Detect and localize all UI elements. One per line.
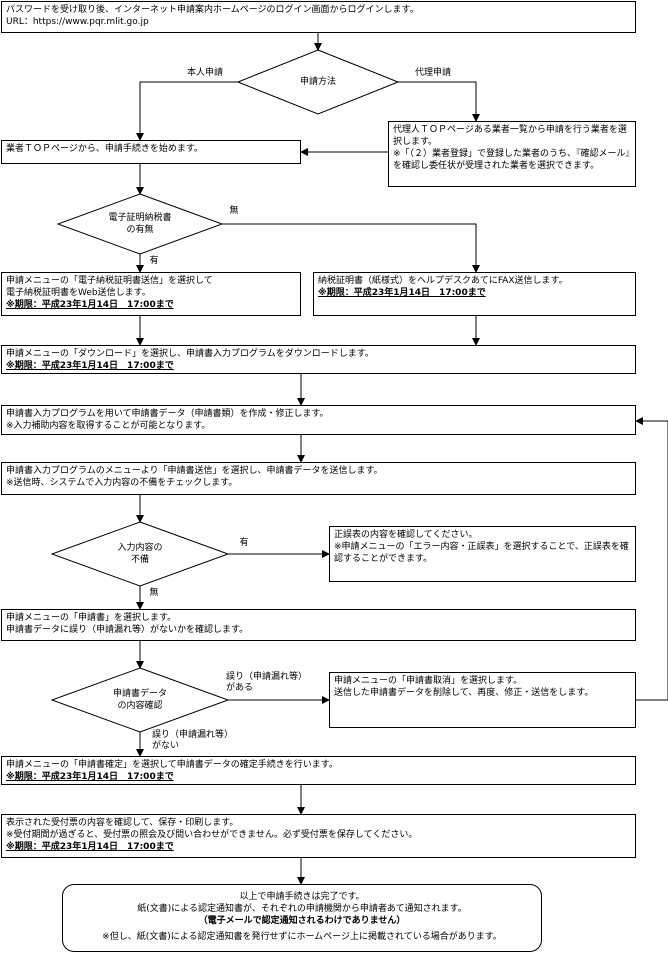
decision-denshi-line2: の有無 xyxy=(126,225,154,235)
step-send-line1: 申請書入力プログラムのメニューより「申請書送信」を選択し、申請書データを送信しま… xyxy=(6,466,383,476)
arrow-method-honnin xyxy=(136,81,238,141)
step-cancel-line2: 送信した申請書データを削除して、再度、修正・送信をします。 xyxy=(334,688,594,698)
step-final: 以上で申請手続きは完了です。 紙(文書)による認定通知書が、それぞれの申請機関か… xyxy=(62,884,542,952)
step-download: 申請メニューの「ダウンロード」を選択し、申請書入力プログラムをダウンロードします… xyxy=(1,345,636,374)
step-send-line2: ※送信時、システムで入力内容の不備をチェックします。 xyxy=(6,478,238,488)
step-gyosha-top: 業者ＴＯＰページから、申請手続きを始めます。 xyxy=(1,140,301,164)
decision-fubi-yes-label: 有 xyxy=(239,538,249,548)
step-final-line2: 紙(文書)による認定通知書が、それぞれの申請機関から申請者あて通知されます。 xyxy=(137,904,467,914)
decision-content-ok1: 誤り（申請漏れ等） xyxy=(152,730,234,740)
decision-content-err-label: 誤り（申請漏れ等） がある xyxy=(226,672,326,694)
step-cancel: 申請メニューの「申請書取消」を選択します。 送信した申請書データを削除して、再度… xyxy=(329,672,636,728)
step-create-line1: 申請書入力プログラムを用いて申請書データ（申請書類）を作成・修正します。 xyxy=(6,409,329,419)
step-check-line2: 申請書データに誤り（申請漏れ等）がないかを確認します。 xyxy=(6,625,249,635)
decision-fubi-label: 入力内容の 不備 xyxy=(90,542,190,566)
step-fax: 納税証明書（紙様式）をヘルプデスクあてにFAX送信します。 ※期限：平成23年1… xyxy=(313,272,636,316)
step-fax-line1: 納税証明書（紙様式）をヘルプデスクあてにFAX送信します。 xyxy=(318,276,568,286)
step-cancel-line1: 申請メニューの「申請書取消」を選択します。 xyxy=(334,676,523,686)
step-confirm: 申請メニューの「申請書確定」を選択して申請書データの確定手続きを行います。 ※期… xyxy=(1,756,636,785)
decision-method-right-label: 代理申請 xyxy=(414,68,451,78)
step-download-deadline: ※期限：平成23年1月14日 17:00まで xyxy=(6,361,174,371)
decision-content-ok-label: 誤り（申請漏れ等） がない xyxy=(152,730,252,752)
step-errata-line2: ※申請メニューの「エラー内容・正誤表」を選択することで、正誤表を確認することがで… xyxy=(334,542,629,564)
step-gyosha-top-text: 業者ＴＯＰページから、申請手続きを始めます。 xyxy=(6,144,203,154)
decision-denshi-label: 電子証明納税書 の有無 xyxy=(90,212,190,236)
decision-denshi-line1: 電子証明納税書 xyxy=(108,213,172,223)
decision-fubi-no-label: 無 xyxy=(149,588,159,598)
decision-content-line1: 申請書データ xyxy=(112,689,167,699)
step-receipt-line1: 表示された受付票の内容を確認して、保存・印刷します。 xyxy=(6,818,239,828)
step-final-line3: （電子メールで認定通知されるわけでありません） xyxy=(198,916,406,926)
step-receipt-deadline: ※期限：平成23年1月14日 17:00まで xyxy=(6,842,174,852)
arrow-method-dairi xyxy=(398,81,480,122)
decision-content-err2: がある xyxy=(226,683,254,693)
step-dairi-line2: ※「（２）業者登録」で登録した業者のうち、『確認メール』を確認し委任状が受理され… xyxy=(393,149,631,171)
step-errata-line1: 正誤表の内容を確認してください。 xyxy=(334,530,478,540)
step-check: 申請メニューの「申請書」を選択します。 申請書データに誤り（申請漏れ等）がないか… xyxy=(1,609,636,641)
arrow-cancel-loop xyxy=(635,417,668,701)
step-download-line1: 申請メニューの「ダウンロード」を選択し、申請書入力プログラムをダウンロードします… xyxy=(6,349,374,359)
decision-fubi-line1: 入力内容の xyxy=(117,543,163,553)
decision-fubi-line2: 不備 xyxy=(130,555,149,565)
decision-method-left-label: 本人申請 xyxy=(186,68,223,78)
decision-content-label: 申請書データ の内容確認 xyxy=(90,688,190,712)
decision-content-ok2: がない xyxy=(152,741,180,751)
arrow-denshi-no xyxy=(222,223,480,273)
decision-content-line2: の内容確認 xyxy=(117,701,163,711)
decision-denshi-yes-label: 有 xyxy=(149,256,159,266)
step-receipt-line2: ※受付期間が過ぎると、受付票の照会及び問い合わせができません。必ず受付票を保存し… xyxy=(6,830,418,840)
step-dairi-line1: 代理人ＴＯＰページある業者一覧から申請を行う業者を選択します。 xyxy=(393,125,627,147)
step-denshi-send: 申請メニューの「電子納税証明書送信」を選択して 電子納税証明書をWeb送信します… xyxy=(1,272,301,316)
step-confirm-line1: 申請メニューの「申請書確定」を選択して申請書データの確定手続きを行います。 xyxy=(6,760,338,770)
decision-denshi-no-label: 無 xyxy=(229,206,239,216)
step-dairi: 代理人ＴＯＰページある業者一覧から申請を行う業者を選択します。 ※「（２）業者登… xyxy=(388,121,636,187)
step-confirm-deadline: ※期限：平成23年1月14日 17:00まで xyxy=(6,772,174,782)
step-login-url: URL：https://www.pqr.mlit.go.jp xyxy=(6,17,149,27)
step-denshi-send-line1: 申請メニューの「電子納税証明書送信」を選択して xyxy=(6,276,213,286)
step-denshi-send-deadline: ※期限：平成23年1月14日 17:00まで xyxy=(6,300,174,310)
step-send: 申請書入力プログラムのメニューより「申請書送信」を選択し、申請書データを送信しま… xyxy=(1,462,636,495)
decision-method-label: 申請方法 xyxy=(299,77,336,87)
decision-content-err1: 誤り（申請漏れ等） xyxy=(226,672,308,682)
step-check-line1: 申請メニューの「申請書」を選択します。 xyxy=(6,613,177,623)
step-create: 申請書入力プログラムを用いて申請書データ（申請書類）を作成・修正します。 ※入力… xyxy=(1,405,636,435)
step-login: パスワードを受け取り後、インターネット申請案内ホームページのログイン画面からログ… xyxy=(1,1,636,33)
step-errata: 正誤表の内容を確認してください。 ※申請メニューの「エラー内容・正誤表」を選択す… xyxy=(329,526,636,582)
step-login-line1: パスワードを受け取り後、インターネット申請案内ホームページのログイン画面からログ… xyxy=(6,5,419,15)
step-final-line1: 以上で申請手続きは完了です。 xyxy=(239,892,365,902)
step-denshi-send-line2: 電子納税証明書をWeb送信します。 xyxy=(6,288,151,298)
step-final-line4: ※但し、紙(文書)による認定通知書を発行せずにホームページ上に掲載されている場合… xyxy=(102,932,502,942)
decision-method-shape xyxy=(236,49,400,115)
step-fax-deadline: ※期限：平成23年1月14日 17:00まで xyxy=(318,288,486,298)
step-create-line2: ※入力補助内容を取得することが可能となります。 xyxy=(6,421,211,431)
step-receipt: 表示された受付票の内容を確認して、保存・印刷します。 ※受付期間が過ぎると、受付… xyxy=(1,814,636,858)
